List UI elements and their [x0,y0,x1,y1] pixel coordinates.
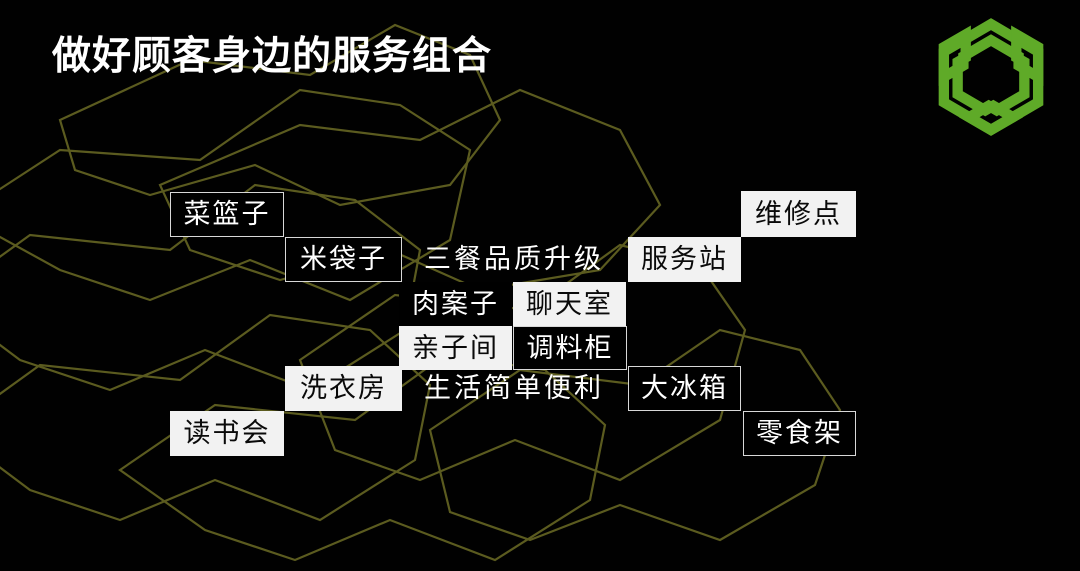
diagram-node-wei-xiu-dian[interactable]: 维修点 [741,191,856,237]
diagram-node-fu-wu-zhan[interactable]: 服务站 [628,237,741,282]
diagram-node-tiao-liao-gui[interactable]: 调料柜 [513,326,627,370]
diagram-node-da-bing-xiang[interactable]: 大冰箱 [628,366,741,411]
page-title: 做好顾客身边的服务组合 [52,35,493,78]
diagram-node-ling-shi-jia[interactable]: 零食架 [743,411,856,456]
diagram-node-liao-tian-shi[interactable]: 聊天室 [513,282,626,326]
diagram-node-sheng-huo-jian[interactable]: 生活简单便利 [424,373,604,403]
interlocking-hexagon-logo [938,18,1044,136]
diagram-node-mi-dai-zi[interactable]: 米袋子 [285,237,402,282]
diagram-node-qin-zi-jian[interactable]: 亲子间 [399,326,512,370]
diagram-node-cai-lan-zi[interactable]: 菜篮子 [170,192,284,237]
diagram-node-san-can-pin-zhi[interactable]: 三餐品质升级 [424,244,604,274]
diagram-node-xi-yi-fang[interactable]: 洗衣房 [285,366,402,411]
diagram-node-rou-an-zi[interactable]: 肉案子 [399,282,512,326]
diagram-node-du-shu-hui[interactable]: 读书会 [170,411,284,456]
